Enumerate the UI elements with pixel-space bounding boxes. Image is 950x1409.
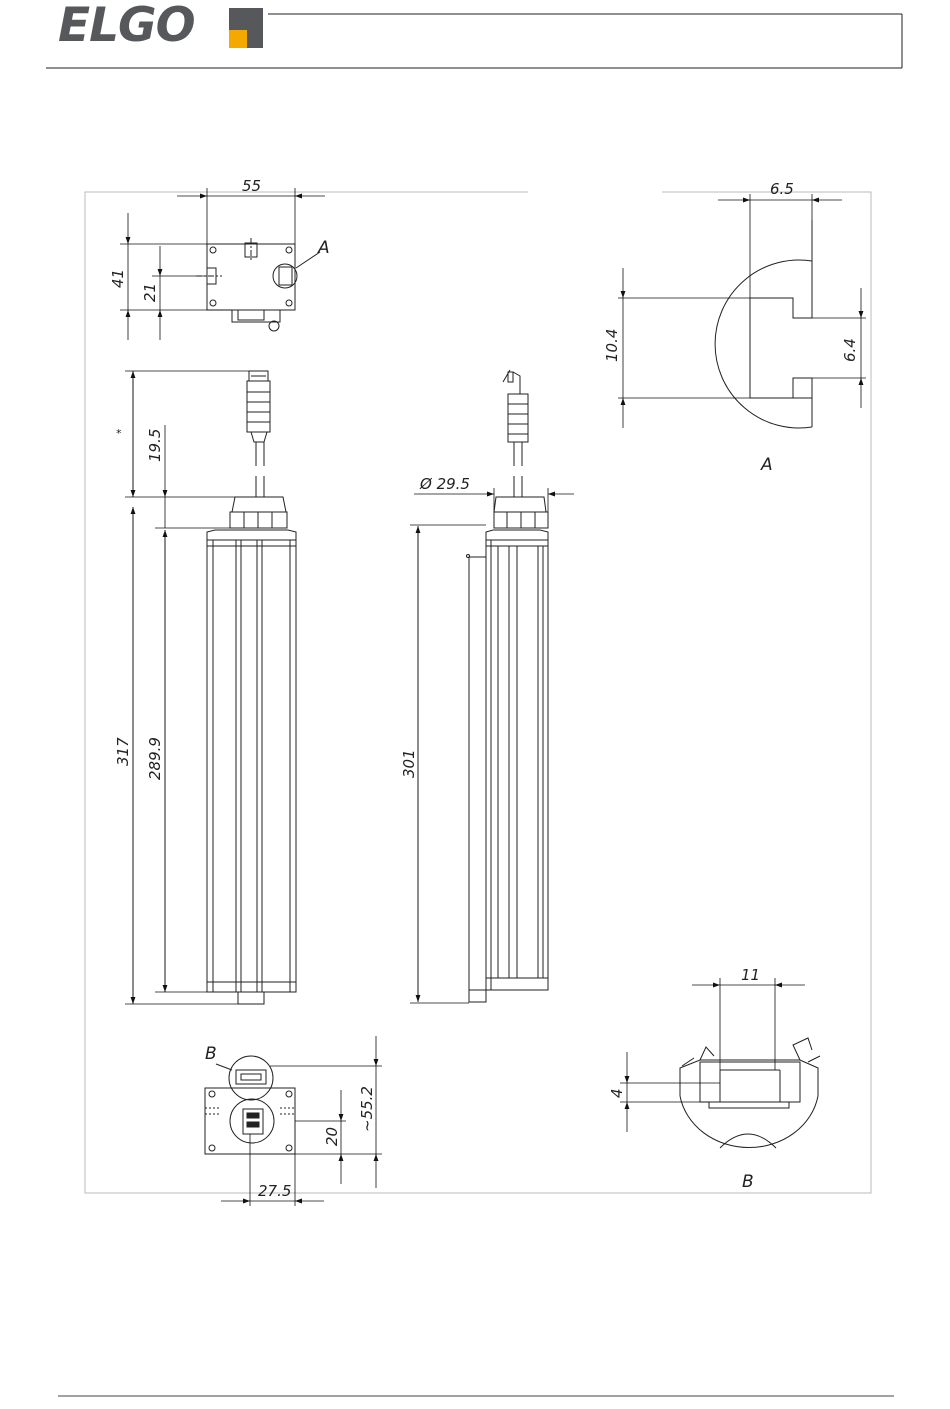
detail-a-dims xyxy=(618,194,866,428)
front-view xyxy=(207,371,296,1004)
dim-body-length: 289.9 xyxy=(146,737,164,780)
header-frame xyxy=(46,14,902,68)
dim-bottom-offset: 20 xyxy=(323,1127,341,1146)
dim-detail-a-width: 6.5 xyxy=(770,180,794,198)
dim-bottom-width: 27.5 xyxy=(258,1182,291,1200)
dim-detail-b-height: 4 xyxy=(608,1088,626,1098)
dim-detail-a-slot: 6.4 xyxy=(841,338,859,362)
dim-top-height-half: 21 xyxy=(141,283,159,302)
dim-top-width: 55 xyxy=(242,177,261,195)
dim-cable-length: * xyxy=(116,427,122,440)
dim-diameter: Ø 29.5 xyxy=(419,475,470,493)
label-detail-a: A xyxy=(760,455,773,475)
label-detail-b-ref: B xyxy=(205,1044,217,1064)
dim-bottom-height: ~55.2 xyxy=(358,1086,376,1132)
label-detail-a-ref: A xyxy=(317,238,330,258)
top-view xyxy=(196,238,320,331)
side-view-dims xyxy=(410,488,574,1003)
drawing-border xyxy=(85,192,871,1193)
front-view-dims xyxy=(125,371,249,1004)
top-view-dims xyxy=(120,188,325,340)
dim-side-length: 301 xyxy=(400,749,418,778)
detail-b xyxy=(680,1038,820,1148)
dim-detail-b-width: 11 xyxy=(741,966,760,984)
dim-total-length: 317 xyxy=(114,737,132,766)
side-view xyxy=(467,370,549,1002)
dim-top-height: 41 xyxy=(109,269,127,288)
dim-gland-height: 19.5 xyxy=(146,429,164,462)
dim-detail-a-height: 10.4 xyxy=(603,329,621,362)
label-detail-b: B xyxy=(742,1172,754,1192)
detail-a xyxy=(715,220,812,428)
